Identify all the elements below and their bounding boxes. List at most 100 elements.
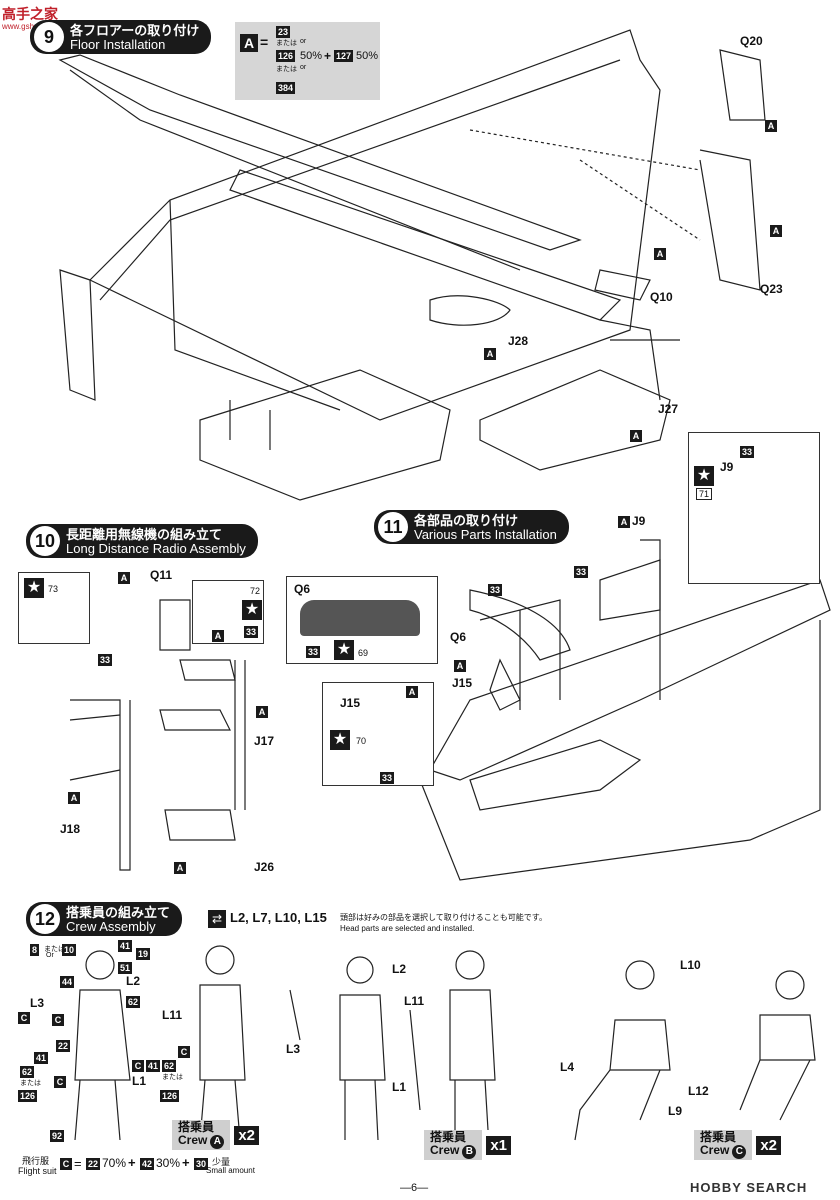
crew-a-letter: A — [210, 1135, 225, 1149]
color-tag-a-j15: A — [454, 660, 466, 672]
step-10-title-en: Long Distance Radio Assembly — [66, 540, 246, 556]
flight-suit-p30: 30% — [156, 1156, 181, 1170]
part-label-q11: Q11 — [150, 568, 173, 582]
step-12-number: 12 — [30, 904, 60, 934]
step-12-title-en: Crew Assembly — [66, 918, 156, 934]
crew-c-letter: C — [732, 1145, 747, 1159]
or-label-1-en: or — [300, 38, 307, 45]
color-code-127: 127 — [334, 50, 354, 62]
part-label-q10: Q10 — [650, 290, 673, 304]
percent-126: 50% — [300, 50, 323, 62]
flight-suit-plus1: + — [128, 1155, 136, 1170]
q6-detail-label: Q6 — [294, 582, 311, 596]
crew-b-jp: 搭乗員 — [430, 1130, 467, 1144]
color-tag-a-j15-detail: A — [406, 686, 418, 698]
color-41c: 41 — [146, 1060, 161, 1072]
crew-a-jp: 搭乗員 — [178, 1120, 215, 1134]
color-tag-c-l3: C — [18, 1012, 30, 1024]
color-62b: 62 — [162, 1060, 177, 1072]
crew-a-multiplier: x2 — [234, 1125, 260, 1145]
part-label-q23: Q23 — [760, 282, 783, 296]
or-label-2: または — [276, 66, 297, 73]
brand-watermark: HOBBY SEARCH — [690, 1180, 808, 1195]
j15-color-33: 33 — [380, 772, 395, 784]
crew-b-multiplier: x1 — [486, 1135, 512, 1155]
color-41b: 41 — [34, 1052, 49, 1064]
q6-part-color-33: 33 — [488, 584, 503, 596]
part-label-q6: Q6 — [450, 630, 467, 644]
color-22: 22 — [56, 1040, 71, 1052]
color-19: 19 — [136, 948, 151, 960]
decal-star-icon: ★ — [334, 640, 354, 660]
color-tag-a-q10: A — [654, 248, 666, 260]
q11-color-33: 33 — [244, 626, 259, 638]
color-tag-c-leg: C — [54, 1076, 66, 1088]
flight-suit-c42: 42 — [140, 1158, 155, 1170]
color-tag-a-q11: A — [118, 572, 130, 584]
step-11-header: 11 各部品の取り付け Various Parts Installation — [374, 510, 569, 544]
color-126b: 126 — [160, 1090, 180, 1102]
color-10: 10 — [62, 944, 77, 956]
color-tag-c-hand: C — [132, 1060, 144, 1072]
color-126: 126 — [18, 1090, 38, 1102]
or-en: Or — [46, 952, 54, 959]
step-10-title-jp: 長距離用無線機の組み立て — [66, 526, 223, 542]
crew-c-multiplier: x2 — [756, 1135, 782, 1155]
decal-70-number: 70 — [356, 736, 367, 746]
color-code-126: 126 — [276, 50, 296, 62]
decal-73-number: 73 — [48, 584, 59, 594]
j9-part-label: J9 — [720, 460, 734, 474]
color-51: 51 — [118, 962, 133, 974]
crew-b-label-l2: L2 — [392, 962, 407, 976]
q6-color-33: 33 — [306, 646, 321, 658]
j9-color-33: 33 — [740, 446, 755, 458]
crew-c-label-l12: L12 — [688, 1084, 709, 1098]
flight-suit-en: Flight suit — [18, 1166, 57, 1176]
or-jp: または — [44, 946, 65, 953]
part-label-j26: J26 — [254, 860, 275, 874]
color-tag-a-j27: A — [630, 430, 642, 442]
color-tag-a-j28: A — [484, 348, 496, 360]
part-label-l1: L1 — [132, 1074, 147, 1088]
step-9-number: 9 — [34, 22, 64, 52]
step-9-header: 9 各フロアーの取り付け Floor Installation — [30, 20, 212, 54]
step-12-title-jp: 搭乗員の組み立て — [66, 904, 171, 920]
crew-c-label-l9: L9 — [668, 1104, 683, 1118]
color-a-letter: A — [240, 34, 258, 52]
color-92: 92 — [50, 1130, 65, 1142]
percent-127: 50% — [356, 50, 379, 62]
color-a-equals: = — [260, 34, 269, 50]
page-number: —6— — [400, 1182, 429, 1194]
optional-head-note-en: Head parts are selected and installed. — [340, 924, 475, 933]
color-code-23: 23 — [276, 26, 291, 38]
step-11-title-en: Various Parts Installation — [414, 526, 557, 542]
crew-b-letter: B — [462, 1145, 477, 1159]
radio-color-33: 33 — [98, 654, 113, 666]
color-8: 8 — [30, 944, 40, 956]
optional-head-parts: L2, L7, L10, L15 — [230, 910, 327, 925]
part-label-j28: J28 — [508, 334, 529, 348]
decal-72-number: 72 — [250, 586, 261, 596]
color-62c: 62 — [20, 1066, 35, 1078]
instrument-panel-q6 — [300, 600, 420, 636]
part-label-j18: J18 — [60, 822, 81, 836]
step-11-number: 11 — [378, 512, 408, 542]
choice-arrow-icon: ⇄ — [208, 910, 226, 928]
plus-sign: + — [324, 49, 332, 63]
step-12-header: 12 搭乗員の組み立て Crew Assembly — [26, 902, 183, 936]
part-label-q20: Q20 — [740, 34, 763, 48]
color-tag-a-j26: A — [174, 862, 186, 874]
crew-c-label-l4: L4 — [560, 1060, 575, 1074]
color-code-384: 384 — [276, 82, 296, 94]
color-41: 41 — [118, 940, 133, 952]
flight-suit-p70: 70% — [102, 1156, 127, 1170]
flight-suit-eq: = — [74, 1156, 82, 1171]
site-watermark-url: www.gsheji.com — [2, 22, 60, 31]
color-tag-a-j18: A — [68, 792, 80, 804]
